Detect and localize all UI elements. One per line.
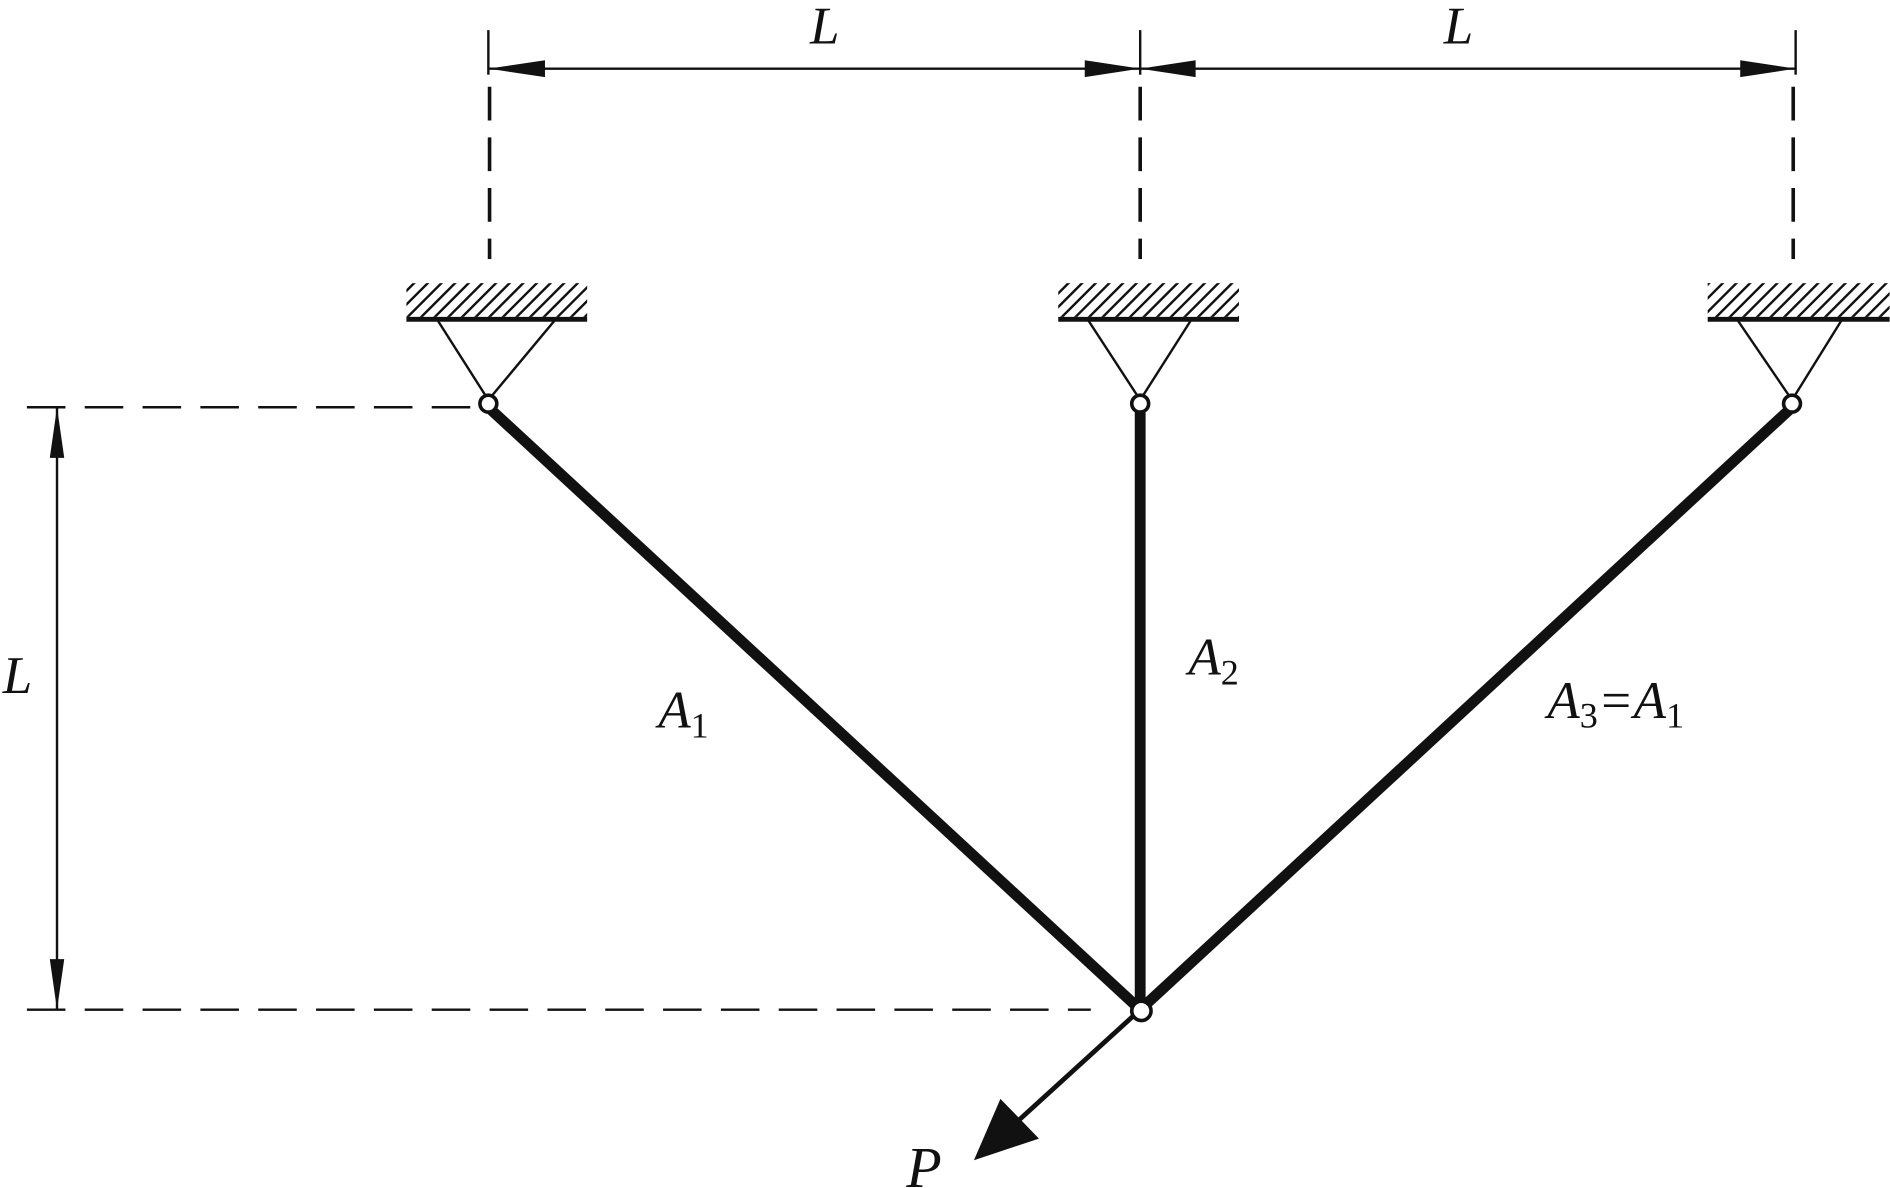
- pin-left: [478, 393, 499, 414]
- bar-1: [484, 403, 1144, 1014]
- node-bottom: [1129, 999, 1153, 1023]
- support-left: [406, 283, 588, 403]
- left-dimension: [26, 406, 1091, 1011]
- bar-3-label: A3=A1: [1544, 672, 1684, 736]
- dimension-label-top-left: L: [809, 0, 839, 55]
- load-arrow: [973, 1007, 1142, 1161]
- dimension-label-left: L: [2, 647, 32, 705]
- dimension-arrow-left-span: [488, 60, 1141, 78]
- support-right: [1707, 283, 1890, 403]
- pin-right: [1781, 393, 1803, 414]
- load-label: P: [905, 1135, 941, 1188]
- bar-3: [1136, 403, 1796, 1014]
- top-dimension: [487, 30, 1797, 260]
- support-middle: [1058, 283, 1239, 403]
- bar-1-label: A1: [655, 682, 708, 746]
- dimension-label-top-right: L: [1443, 0, 1473, 55]
- pin-middle: [1129, 393, 1151, 414]
- dimension-arrow-right-span: [1140, 60, 1796, 78]
- bar-2-label: A2: [1185, 629, 1238, 693]
